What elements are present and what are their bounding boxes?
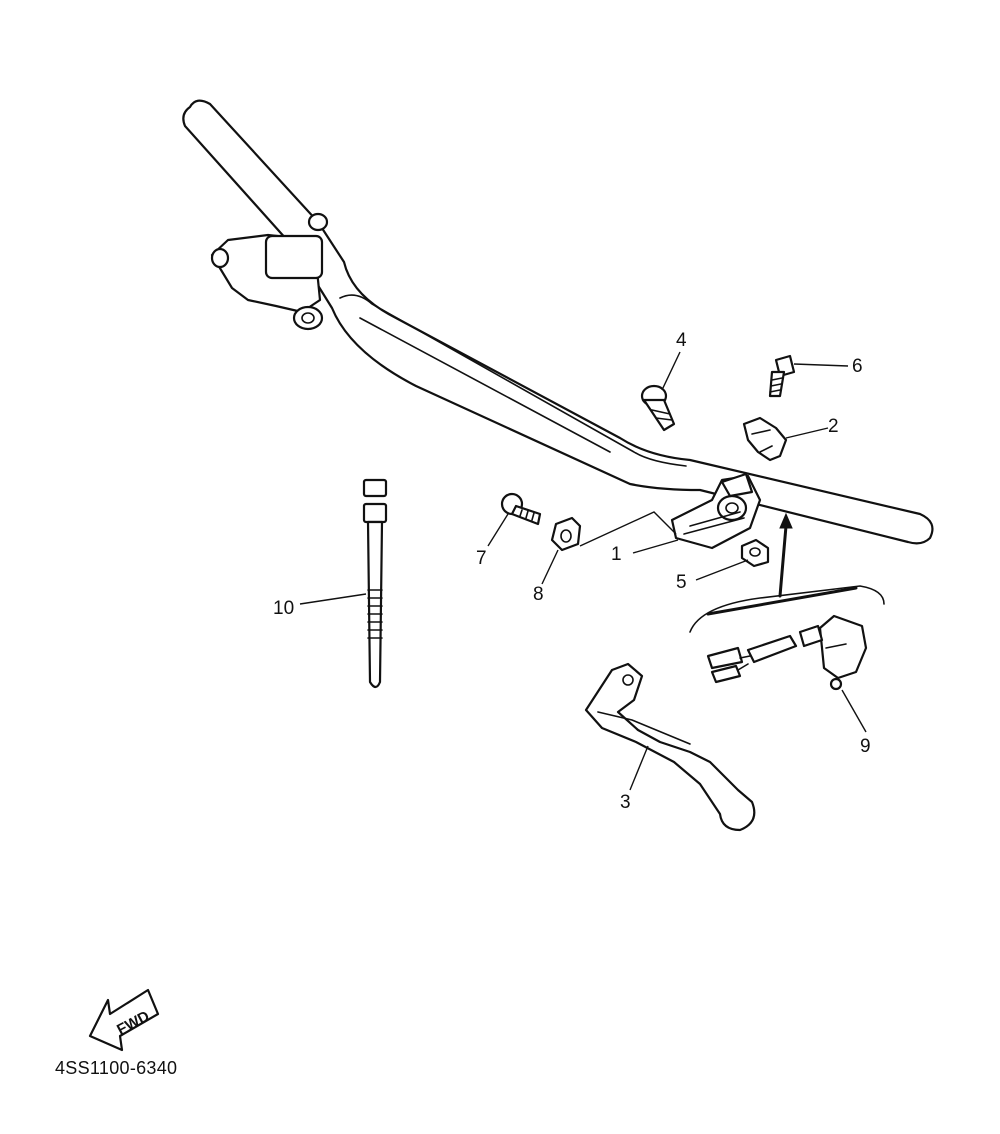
callout-3: 3 bbox=[620, 792, 631, 813]
callout-4: 4 bbox=[676, 330, 687, 351]
leader-9 bbox=[841, 689, 867, 733]
callout-9: 9 bbox=[860, 736, 871, 757]
leader-8 bbox=[541, 549, 559, 585]
nut-part-5 bbox=[740, 538, 770, 568]
part-code-label: 4SS1100-6340 bbox=[55, 1058, 178, 1078]
lever-part-3 bbox=[584, 662, 756, 832]
leader-4 bbox=[661, 351, 681, 391]
fwd-arrow-icon: FWD bbox=[88, 988, 160, 1052]
collar-part-8 bbox=[550, 516, 582, 552]
callout-8: 8 bbox=[533, 584, 544, 605]
inset-divider bbox=[706, 586, 858, 616]
leader-3 bbox=[629, 745, 649, 791]
callout-leaders bbox=[299, 351, 867, 791]
switch-wire-harness bbox=[706, 634, 798, 684]
switch-part-9 bbox=[798, 614, 868, 691]
callout-5: 5 bbox=[676, 572, 687, 593]
assembly-leader-line bbox=[579, 511, 677, 547]
inset-outline bbox=[689, 585, 885, 633]
switch-inset bbox=[689, 512, 885, 691]
callout-7: 7 bbox=[476, 548, 487, 569]
pivot-bolt-part-4 bbox=[640, 384, 676, 432]
leader-1 bbox=[632, 539, 679, 554]
master-cylinder-clamp bbox=[210, 212, 329, 331]
lever-holder-part-1 bbox=[670, 472, 762, 550]
install-arrow-shaft bbox=[778, 524, 788, 598]
bolt-part-6 bbox=[768, 354, 796, 398]
cable-tie-part-10 bbox=[362, 478, 388, 689]
bolt-part-7 bbox=[500, 492, 542, 526]
handlebar bbox=[182, 99, 934, 545]
leader-7 bbox=[487, 513, 509, 547]
callout-6: 6 bbox=[852, 356, 863, 377]
leader-6 bbox=[793, 363, 849, 367]
callout-1: 1 bbox=[611, 544, 622, 565]
install-arrow-head bbox=[779, 512, 793, 529]
leader-10 bbox=[299, 593, 367, 605]
clamp-part-2 bbox=[742, 416, 788, 462]
callout-2: 2 bbox=[828, 416, 839, 437]
leader-5 bbox=[695, 559, 749, 581]
leader-2 bbox=[785, 427, 829, 439]
callout-10: 10 bbox=[273, 598, 294, 619]
